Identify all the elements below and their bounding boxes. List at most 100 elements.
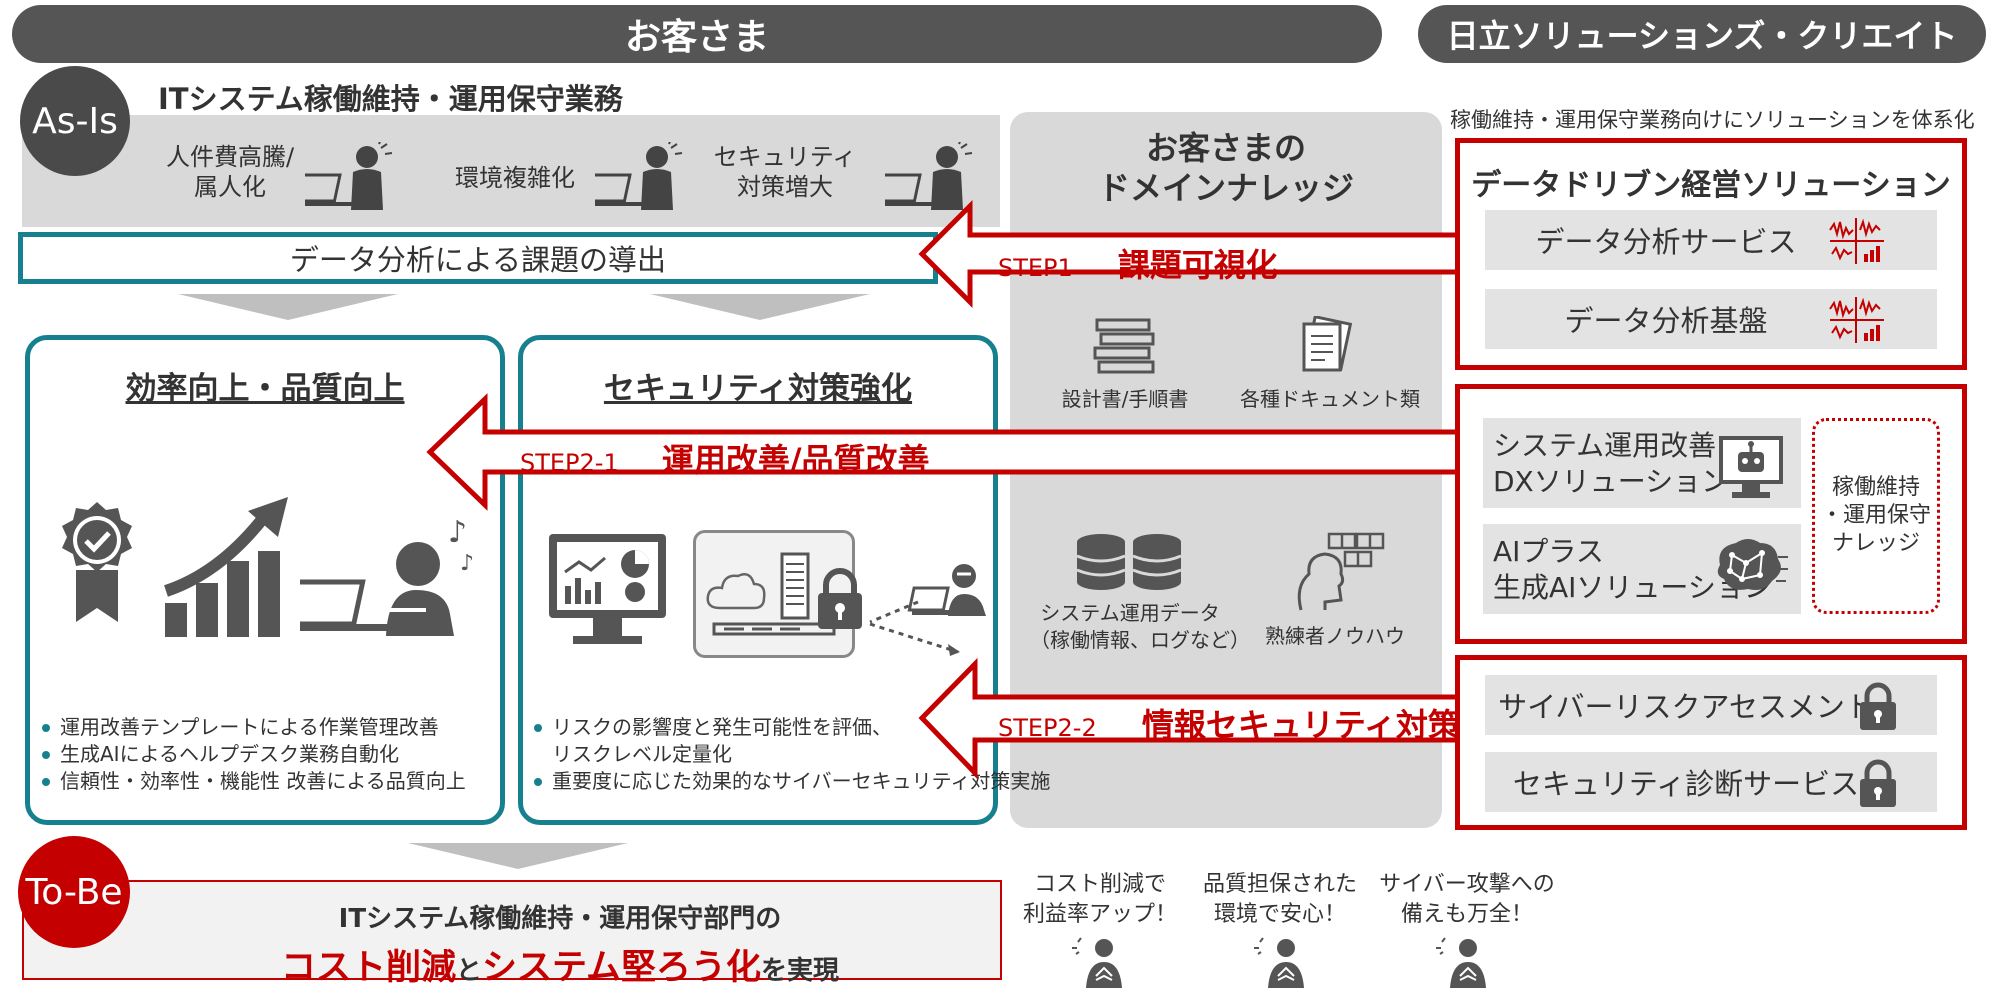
- issue-3: セキュリティ 対策増大: [685, 142, 885, 202]
- tobe-message: ITシステム稼働維持・運用保守部門の コスト削減とシステム堅ろう化を実現: [130, 898, 990, 990]
- vendor-subtitle: 稼働維持・運用保守業務向けにソリューションを体系化: [1450, 108, 1975, 132]
- benefit-1-line1: コスト削減で: [1033, 872, 1166, 897]
- issue-2: 環境複雑化: [415, 158, 615, 193]
- analytics-chart-icon: [1829, 218, 1884, 264]
- stressed-worker-icon: [305, 142, 393, 210]
- issue-1-line1: 人件費高騰/: [165, 143, 295, 171]
- efficiency-bullet-1: 運用改善テンプレートによる作業管理改善: [40, 714, 466, 741]
- customer-header-label: お客さま: [624, 17, 769, 58]
- benefit-1-line2: 利益率アップ！: [1022, 902, 1177, 927]
- efficiency-title: 効率向上・品質向上: [125, 371, 405, 407]
- ops-dx-text: システム運用改善 DXソリューション: [1493, 428, 1729, 500]
- efficiency-bullet-3: 信頼性・効率性・機能性 改善による品質向上: [40, 768, 466, 795]
- ops-knowledge-line2: ・運用保守: [1820, 503, 1931, 528]
- ops-knowledge-line3: ナレッジ: [1831, 531, 1920, 556]
- tobe-badge: To-Be: [18, 836, 130, 948]
- data-driven-title: データドリブン経営ソリューション: [1471, 168, 1951, 203]
- tobe-line1: ITシステム稼働維持・運用保守部門の: [338, 904, 782, 934]
- benefit-3-line2: 備えも万全！: [1400, 902, 1533, 927]
- vendor-header: 日立ソリューションズ・クリエイト: [1418, 5, 1986, 63]
- asis-badge: As-Is: [20, 66, 130, 176]
- benefit-2: 品質担保された 環境で安心！: [1190, 870, 1370, 930]
- lock-icon: [1860, 682, 1896, 730]
- domain-item-docs: 設計書/手順書: [1061, 387, 1189, 411]
- security-bullets: リスクの影響度と発生可能性を評価、 リスクレベル定量化 重要度に応じた効果的なサ…: [532, 714, 1050, 795]
- domain-title-line2: ドメインナレッジ: [1097, 169, 1354, 207]
- efficiency-bullet-2: 生成AIによるヘルプデスク業務自動化: [40, 741, 466, 768]
- data-analysis-service-label: データ分析サービス: [1535, 225, 1797, 259]
- book-stack-icon: [1093, 318, 1155, 374]
- analytics-chart-icon: [1829, 297, 1884, 343]
- domain-item-misc-docs: 各種ドキュメント類: [1240, 387, 1420, 411]
- tobe-badge-label: To-Be: [25, 871, 123, 913]
- data-analysis-platform-label: データ分析基盤: [1564, 304, 1768, 338]
- down-chevron-icon: [650, 294, 870, 320]
- issue-1: 人件費高騰/ 属人化: [130, 142, 330, 202]
- domain-knowledge-title: お客さまの ドメインナレッジ: [1010, 128, 1442, 208]
- security-bullet-2: 重要度に応じた効果的なサイバーセキュリティ対策実施: [532, 768, 1050, 795]
- happy-person-icon: [1254, 937, 1304, 988]
- security-title: セキュリティ対策強化: [603, 371, 913, 407]
- tobe-mid: と: [456, 956, 483, 986]
- step1-label: STEP1 課題可視化: [998, 240, 1278, 286]
- issue-3-line1: セキュリティ: [713, 143, 857, 171]
- step22-tag: STEP2-2: [998, 714, 1097, 742]
- ops-knowledge-line1: 稼働維持: [1831, 475, 1920, 500]
- laptop-worker-icon: ♪ ♪: [300, 515, 474, 636]
- ops-data-line1: システム運用データ: [1040, 601, 1220, 625]
- tobe-box: [22, 880, 1002, 980]
- ai-plus-text: AIプラス 生成AIソリューション: [1493, 534, 1772, 606]
- growth-chart-icon: [164, 497, 288, 637]
- robot-monitor-icon: [1719, 436, 1783, 498]
- documents-icon: [1302, 316, 1353, 372]
- security-bullet-1-cont: リスクレベル定量化: [552, 742, 732, 766]
- step21-tag: STEP2-1: [520, 449, 619, 477]
- cyber-risk-assessment-label: サイバーリスクアセスメント: [1498, 690, 1874, 724]
- svg-text:♪: ♪: [460, 551, 474, 576]
- vendor-header-label: 日立ソリューションズ・クリエイト: [1446, 17, 1958, 55]
- tobe-line2: コスト削減とシステム堅ろう化を実現: [130, 939, 990, 990]
- ai-brain-icon: [1717, 539, 1788, 590]
- stressed-worker-icon: [885, 142, 973, 210]
- ai-plus-line1: AIプラス: [1493, 535, 1604, 568]
- benefit-3-line1: サイバー攻撃への: [1379, 872, 1555, 897]
- asis-title: ITシステム稼働維持・運用保守業務: [158, 82, 623, 116]
- analysis-bar: データ分析による課題の導出: [18, 232, 938, 284]
- hacker-icon: [869, 564, 986, 656]
- issue-1-line2: 属人化: [194, 173, 266, 201]
- efficiency-bullets: 運用改善テンプレートによる作業管理改善 生成AIによるヘルプデスク業務自動化 信…: [40, 714, 466, 795]
- domain-title-line1: お客さまの: [1145, 129, 1306, 167]
- lock-icon: [1860, 759, 1896, 807]
- step22-title: 情報セキュリティ対策: [1141, 706, 1460, 744]
- benefit-1: コスト削減で 利益率アップ！: [1010, 870, 1190, 930]
- ops-dx-line1: システム運用改善: [1493, 429, 1717, 462]
- asis-badge-label: As-Is: [32, 100, 118, 142]
- security-bullet-1: リスクの影響度と発生可能性を評価、: [532, 714, 1050, 741]
- benefit-2-line2: 環境で安心！: [1213, 902, 1346, 927]
- asis-gray-band: [22, 115, 1000, 227]
- domain-item-expertise: 熟練者ノウハウ: [1265, 624, 1405, 648]
- stressed-worker-icon: [595, 142, 683, 210]
- down-chevron-icon: [178, 294, 398, 320]
- security-diagnosis-service-label: セキュリティ診断サービス: [1512, 767, 1860, 801]
- svg-text:♪: ♪: [448, 515, 467, 550]
- customer-header: お客さま: [12, 5, 1382, 63]
- expert-icon: [1297, 532, 1385, 611]
- quality-award-icon: [62, 502, 132, 622]
- lock-icon: [818, 568, 862, 629]
- step22-label: STEP2-2 情報セキュリティ対策: [998, 700, 1460, 746]
- happy-person-icon: [1072, 937, 1122, 988]
- issue-2-line1: 環境複雑化: [455, 164, 575, 192]
- step1-tag: STEP1: [998, 254, 1073, 282]
- step21-title: 運用改善/品質改善: [661, 441, 930, 479]
- database-icon: [1076, 534, 1182, 590]
- step21-label: STEP2-1 運用改善/品質改善: [520, 435, 930, 481]
- ops-data-line2: （稼働情報、ログなど）: [1030, 628, 1250, 652]
- step1-title: 課題可視化: [1117, 246, 1278, 284]
- tobe-highlight-robust: システム堅ろう化: [482, 948, 761, 988]
- benefit-2-line1: 品質担保された: [1202, 872, 1357, 897]
- tobe-highlight-cost: コスト削減: [281, 948, 457, 988]
- happy-person-icon: [1436, 937, 1486, 988]
